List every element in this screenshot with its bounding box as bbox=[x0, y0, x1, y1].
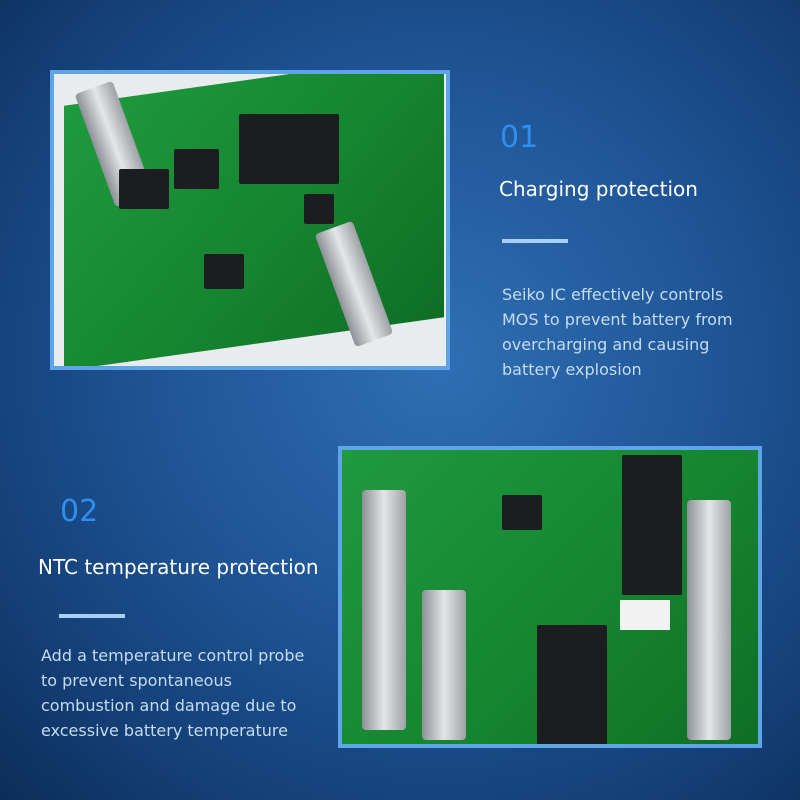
dc-jack bbox=[537, 625, 607, 744]
divider bbox=[59, 614, 125, 618]
section-number: 02 bbox=[60, 494, 99, 529]
section-number: 01 bbox=[500, 120, 539, 155]
divider bbox=[502, 239, 568, 243]
mosfet-chip bbox=[174, 149, 219, 189]
section-title: NTC temperature protection bbox=[38, 555, 319, 579]
dc-jack bbox=[239, 114, 339, 184]
battery-terminal bbox=[687, 500, 731, 740]
mosfet-chip bbox=[304, 194, 334, 224]
ic-chip bbox=[502, 495, 542, 530]
battery-terminal bbox=[362, 490, 406, 730]
mosfet-chip bbox=[622, 455, 682, 595]
section-description: Add a temperature control probe to preve… bbox=[41, 646, 305, 740]
section-title: Charging protection bbox=[499, 177, 698, 201]
pcb-photo-bottom bbox=[338, 446, 762, 748]
ic-chip bbox=[204, 254, 244, 289]
pcb-photo-top bbox=[50, 70, 450, 370]
mosfet-chip bbox=[119, 169, 169, 209]
section-description: Seiko IC effectively controls MOS to pre… bbox=[502, 285, 733, 379]
battery-terminal bbox=[422, 590, 466, 740]
resistor bbox=[620, 600, 670, 630]
